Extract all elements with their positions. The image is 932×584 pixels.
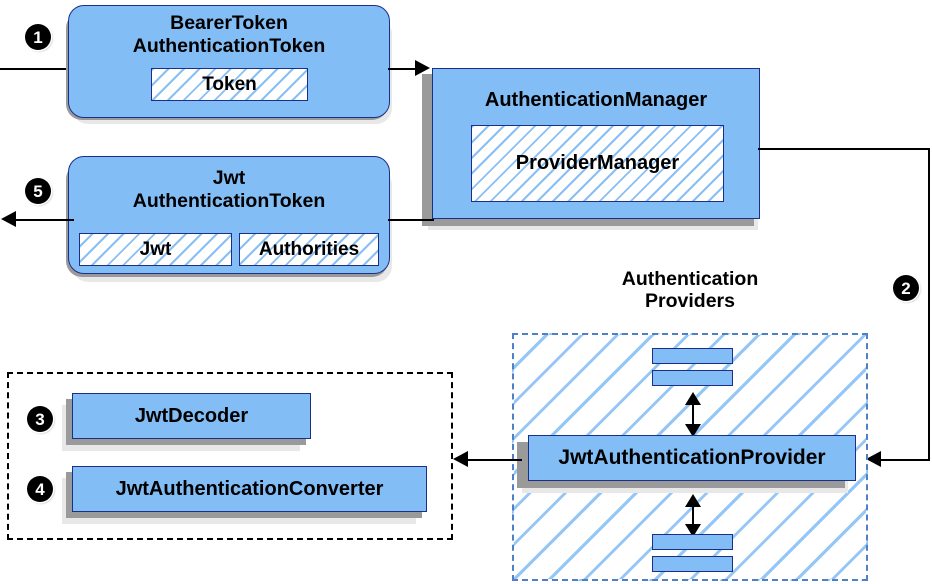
provider-top-connector-line — [692, 396, 694, 432]
authentication-providers-caption-line2: Providers — [645, 290, 735, 313]
bearer-token-authentication-token-box: BearerToken AuthenticationToken Token — [68, 5, 390, 118]
bearer-to-manager-line — [388, 68, 420, 70]
provider-top-connector-arrow-up — [685, 392, 701, 405]
provider-to-support-arrowhead — [453, 451, 468, 467]
jwt-decoder-box: JwtDecoder — [72, 393, 311, 439]
provider-stack-bar-bottom-1 — [652, 534, 733, 550]
provider-stack-bar-top-2 — [652, 370, 733, 386]
bearer-token-title-line1: BearerToken — [170, 12, 288, 34]
provider-stack-bar-bottom-2 — [652, 556, 733, 572]
bearer-token-title: BearerToken AuthenticationToken — [69, 12, 389, 59]
provider-manager-box: ProviderManager — [471, 125, 724, 202]
bearer-token-title-line2: AuthenticationToken — [132, 35, 326, 58]
bearer-to-manager-arrowhead — [415, 60, 430, 76]
provider-bottom-connector-arrow-down — [685, 524, 701, 537]
jwt-authentication-converter-label: JwtAuthenticationConverter — [115, 477, 384, 500]
jwt-token-inner-authorities-box: Authorities — [239, 233, 379, 266]
manager-to-jwt-token-line — [388, 219, 434, 221]
incoming-request-line — [0, 68, 72, 70]
bearer-token-inner-token-box: Token — [151, 68, 308, 101]
jwt-authentication-converter-box: JwtAuthenticationConverter — [72, 466, 427, 512]
step-marker-5: 5 — [25, 178, 51, 204]
manager-to-provider-top-line — [758, 148, 930, 150]
manager-to-provider-vertical-line — [928, 148, 930, 460]
jwt-support-group — [7, 372, 453, 540]
provider-to-support-line — [468, 459, 522, 461]
jwt-token-title-line1: Jwt — [212, 167, 246, 189]
jwt-decoder-label: JwtDecoder — [134, 404, 249, 427]
provider-manager-label: ProviderManager — [515, 152, 680, 175]
jwt-token-inner-jwt-box: Jwt — [79, 233, 232, 266]
jwt-token-inner-jwt-label: Jwt — [139, 238, 172, 260]
provider-bottom-connector-line — [692, 498, 694, 532]
jwt-authentication-provider-box: JwtAuthenticationProvider — [528, 435, 856, 481]
step-marker-1: 1 — [25, 24, 51, 50]
provider-top-connector-arrow-down — [685, 424, 701, 437]
authenticated-result-arrowhead — [1, 211, 16, 227]
jwt-authentication-provider-label: JwtAuthenticationProvider — [558, 446, 826, 470]
jwt-authentication-token-box: Jwt AuthenticationToken Jwt Authorities — [68, 156, 390, 274]
authentication-manager-title: AuthenticationManager — [484, 89, 708, 111]
jwt-token-inner-authorities-label: Authorities — [258, 238, 360, 260]
provider-stack-bar-top-1 — [652, 348, 733, 364]
authentication-providers-caption: Authentication Providers — [512, 268, 868, 313]
authentication-manager-box: AuthenticationManager ProviderManager — [432, 68, 760, 219]
jwt-token-title: Jwt AuthenticationToken — [69, 167, 389, 214]
jwt-token-title-line2: AuthenticationToken — [132, 190, 326, 213]
manager-to-provider-bottom-line — [880, 459, 930, 461]
authenticated-result-line — [16, 219, 74, 221]
step-marker-3: 3 — [27, 406, 53, 432]
manager-to-provider-arrowhead — [866, 451, 881, 467]
bearer-token-inner-token-label: Token — [202, 73, 257, 95]
authentication-providers-caption-line1: Authentication — [621, 268, 759, 290]
step-marker-4: 4 — [27, 476, 53, 502]
step-marker-2: 2 — [893, 275, 919, 301]
provider-bottom-connector-arrow-up — [685, 494, 701, 507]
